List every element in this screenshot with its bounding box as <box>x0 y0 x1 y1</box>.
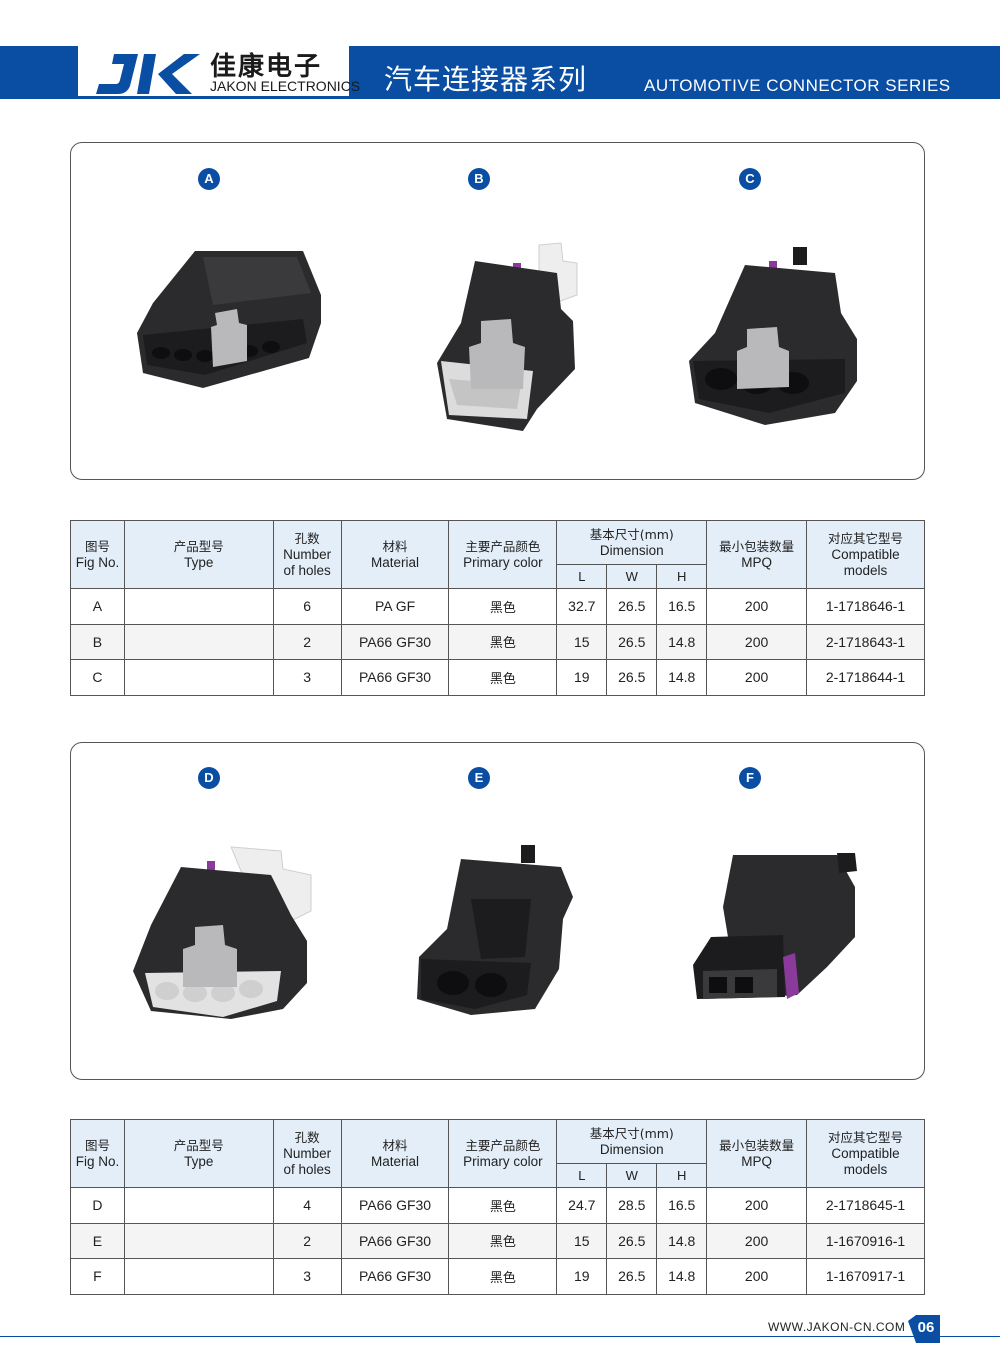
jk-logo-icon <box>96 54 200 94</box>
series-title-cn: 汽车连接器系列 <box>384 63 588 96</box>
footer-url-link[interactable]: WWW.JAKON-CN.COM <box>768 1320 906 1334</box>
table-row: D 4 PA66 GF30 黑色 24.7 28.5 16.5 200 2-17… <box>70 1187 925 1224</box>
header-dim-h: H <box>656 564 708 589</box>
brand-name-en: JAKON ELECTRONICS <box>210 78 361 94</box>
table-row: F 3 PA66 GF30 黑色 19 26.5 14.8 200 1-1670… <box>70 1258 925 1295</box>
header-underline <box>0 96 1000 99</box>
header-dim-w: W <box>606 1163 658 1188</box>
brand-name-cn: 佳康电子 <box>210 52 323 82</box>
table-row: B 2 PA66 GF30 黑色 15 26.5 14.8 200 2-1718… <box>70 623 925 660</box>
series-title-en: AUTOMOTIVE CONNECTOR SERIES <box>644 76 951 95</box>
fig-badge-a: A <box>198 168 220 190</box>
header-dim-h: H <box>656 1163 708 1188</box>
connector-a-image <box>137 251 321 388</box>
header-bar-right <box>349 46 1000 98</box>
connector-f-image <box>693 853 857 999</box>
table-row: A 6 PA GF 黑色 32.7 26.5 16.5 200 1-171864… <box>70 588 925 625</box>
fig-badge-b: B <box>468 168 490 190</box>
connector-e-image <box>417 845 573 1015</box>
product-panel-2: D E F <box>70 742 925 1080</box>
connector-c-image <box>689 247 857 425</box>
header-dimension: 基本尺寸(mm)Dimension <box>556 520 708 565</box>
connector-d-image <box>133 846 312 1019</box>
fig-badge-f: F <box>739 767 761 789</box>
product-panel-1: A B C <box>70 142 925 480</box>
table-row: C 3 PA66 GF30 黑色 19 26.5 14.8 200 2-1718… <box>70 659 925 696</box>
header-bar-left <box>0 46 78 98</box>
fig-badge-c: C <box>739 168 761 190</box>
footer-line <box>0 1336 1000 1337</box>
header-dimension: 基本尺寸(mm)Dimension <box>556 1119 708 1164</box>
page-number: 06 <box>917 1319 935 1336</box>
fig-badge-e: E <box>468 767 490 789</box>
header-dim-w: W <box>606 564 658 589</box>
header-dim-l: L <box>556 1163 608 1188</box>
connector-b-image <box>437 242 578 431</box>
fig-badge-d: D <box>198 767 220 789</box>
page-number-tab-icon <box>908 1315 940 1343</box>
table-row: E 2 PA66 GF30 黑色 15 26.5 14.8 200 1-1670… <box>70 1222 925 1259</box>
header-dim-l: L <box>556 564 608 589</box>
